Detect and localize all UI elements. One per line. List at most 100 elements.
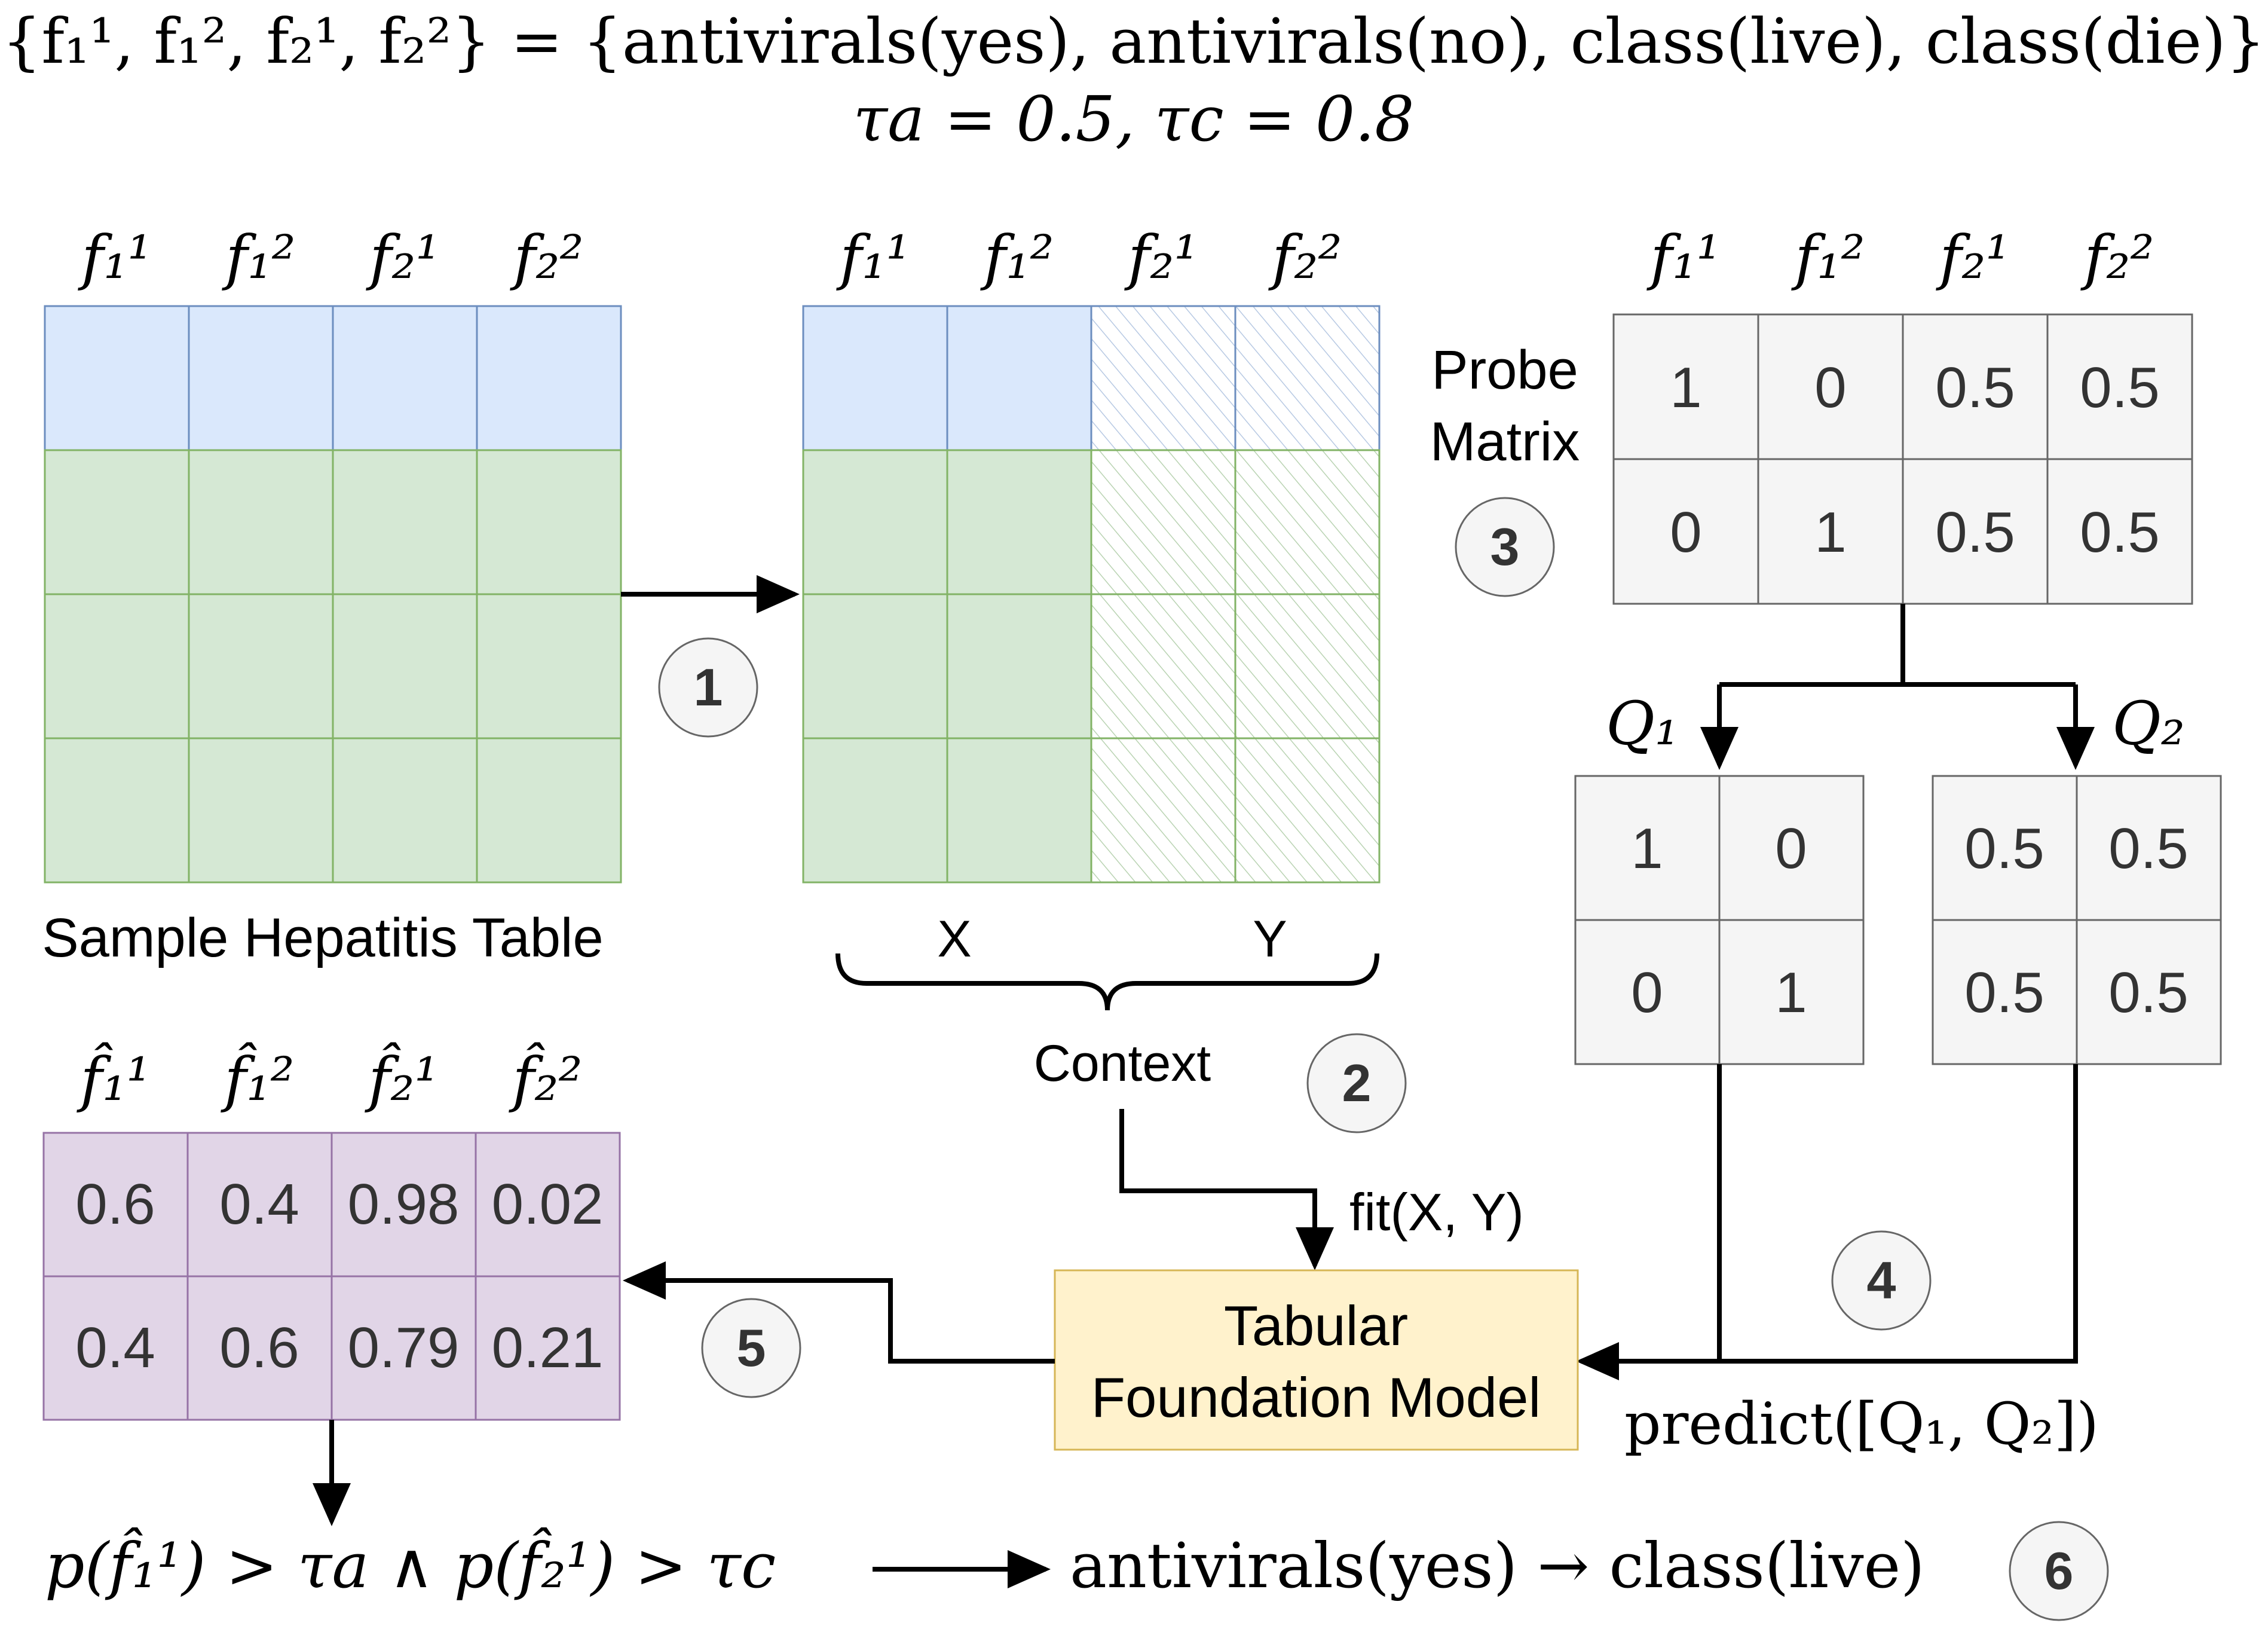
table-cell xyxy=(946,737,1092,884)
column-header: f₁¹ xyxy=(1646,222,1720,292)
probe-value: 0 xyxy=(1814,356,1846,420)
context-table-headers: f₁¹ f₁² f₂¹ f₂² xyxy=(835,222,1342,292)
predict-arrow xyxy=(1576,1064,2078,1380)
q2-label: Q₂ xyxy=(2112,689,2185,759)
table-cell xyxy=(476,449,622,595)
prediction-cell xyxy=(330,1132,477,1278)
step-number: 1 xyxy=(694,658,723,717)
column-header: f₂² xyxy=(509,222,583,292)
q1-label: Q₁ xyxy=(1606,689,1679,759)
query-cell xyxy=(1574,775,1721,921)
column-header: f₂¹ xyxy=(365,222,439,292)
probe-cell xyxy=(2046,313,2193,460)
probe-value: 0.5 xyxy=(1935,500,2015,564)
hatched-cell xyxy=(1090,305,1236,451)
table-cell xyxy=(44,593,190,739)
prediction-cell xyxy=(186,1275,333,1421)
table-cell xyxy=(476,737,622,884)
context-brace xyxy=(835,953,1379,1011)
table-cell xyxy=(332,737,478,884)
sample-table-body xyxy=(44,449,622,884)
step-number: 3 xyxy=(1490,517,1520,576)
table-cell xyxy=(802,305,948,451)
probe-cell xyxy=(1757,313,1904,460)
query-cell xyxy=(2076,919,2222,1065)
table-cell xyxy=(188,305,334,451)
query-value: 0 xyxy=(1775,817,1807,881)
table-cell xyxy=(188,449,334,595)
model-label-line2: Foundation Model xyxy=(1091,1366,1541,1429)
prediction-cell xyxy=(42,1132,189,1278)
table-cell xyxy=(188,737,334,884)
column-header: f̂₂¹ xyxy=(364,1043,438,1114)
step-number: 2 xyxy=(1342,1053,1372,1113)
query-value: 0.5 xyxy=(1964,961,2044,1025)
probe-cell xyxy=(1612,458,1759,605)
y-label: Y xyxy=(1253,910,1287,968)
column-header: f₂² xyxy=(1268,222,1342,292)
step-badge-circle xyxy=(701,1298,801,1398)
step-5-badge: 5 xyxy=(701,1298,801,1398)
rule-conclusion: antivirals(yes) → class(live) xyxy=(1070,1529,1925,1602)
probe-value: 1 xyxy=(1670,356,1701,420)
query-value: 0.5 xyxy=(2108,961,2188,1025)
step-4-badge: 4 xyxy=(1831,1230,1932,1331)
prediction-cell xyxy=(330,1275,477,1421)
prediction-table-headers: f̂₁¹ f̂₁² f̂₂¹ f̂₂² xyxy=(76,1043,582,1114)
model-label-line1: Tabular xyxy=(1224,1294,1408,1357)
query-value: 0 xyxy=(1631,961,1663,1025)
hatched-cell xyxy=(1234,305,1381,451)
q1-matrix: 1 0 0 1 xyxy=(1574,775,1865,1065)
probe-matrix-headers: f₁¹ f₁² f₂¹ f₂² xyxy=(1646,222,2154,292)
probe-value: 0.5 xyxy=(2080,500,2159,564)
table-cell xyxy=(332,593,478,739)
column-header: f₂² xyxy=(2080,222,2154,292)
sample-hepatitis-table: f₁¹ f₁² f₂¹ f₂² xyxy=(44,222,622,884)
step-number: 4 xyxy=(1867,1251,1896,1310)
column-header: f₁¹ xyxy=(835,222,910,292)
q2-matrix: 0.5 0.5 0.5 0.5 xyxy=(1932,775,2222,1065)
definition-formula: {f₁¹, f₁², f₂¹, f₂²} = {antivirals(yes),… xyxy=(2,5,2266,78)
prediction-value: 0.6 xyxy=(219,1316,299,1380)
query-cell xyxy=(1718,919,1865,1065)
sample-table-headers: f₁¹ f₁² f₂¹ f₂² xyxy=(77,222,583,292)
model-box xyxy=(1054,1269,1579,1451)
step-1-badge: 1 xyxy=(658,637,758,738)
prediction-value: 0.6 xyxy=(75,1172,155,1236)
step-badge-circle xyxy=(2009,1521,2109,1621)
table-cell xyxy=(802,449,948,595)
column-header: f₁² xyxy=(980,222,1054,292)
hatched-cell xyxy=(1090,737,1236,884)
step-badge-circle xyxy=(1306,1033,1407,1133)
prediction-cell xyxy=(475,1275,621,1421)
probe-value: 0.5 xyxy=(2080,356,2159,420)
hatched-cell xyxy=(1090,449,1236,595)
prediction-value: 0.02 xyxy=(492,1172,604,1236)
column-header: f₂¹ xyxy=(1935,222,2009,292)
column-header: f₂¹ xyxy=(1124,222,1198,292)
column-header: f̂₂² xyxy=(508,1043,582,1114)
prediction-value: 0.98 xyxy=(348,1172,460,1236)
hatched-cell xyxy=(1234,737,1381,884)
probe-matrix: f₁¹ f₁² f₂¹ f₂² 1 0 0.5 0.5 0 1 0.5 0.5 xyxy=(1612,222,2193,605)
prediction-value: 0.4 xyxy=(75,1316,155,1380)
context-y-region xyxy=(1090,305,1381,884)
table-cell xyxy=(476,593,622,739)
table-cell xyxy=(946,593,1092,739)
tabular-foundation-model: Tabular Foundation Model xyxy=(1054,1269,1579,1451)
table-cell xyxy=(476,305,622,451)
probe-cell xyxy=(1902,458,2049,605)
probe-value: 0.5 xyxy=(1935,356,2015,420)
prediction-value: 0.4 xyxy=(219,1172,299,1236)
sample-table-label: Sample Hepatitis Table xyxy=(42,907,603,968)
sample-table-header-row xyxy=(44,305,622,451)
context-x-region xyxy=(802,305,1092,884)
table-cell xyxy=(946,449,1092,595)
prediction-row: 0.6 0.4 0.98 0.02 xyxy=(42,1132,621,1278)
query-cell xyxy=(1574,919,1721,1065)
column-header: f₁² xyxy=(1790,222,1865,292)
threshold-formula: τa = 0.5, τc = 0.8 xyxy=(853,82,1415,155)
probe-row: 1 0 0.5 0.5 xyxy=(1612,313,2193,460)
table-cell xyxy=(946,305,1092,451)
